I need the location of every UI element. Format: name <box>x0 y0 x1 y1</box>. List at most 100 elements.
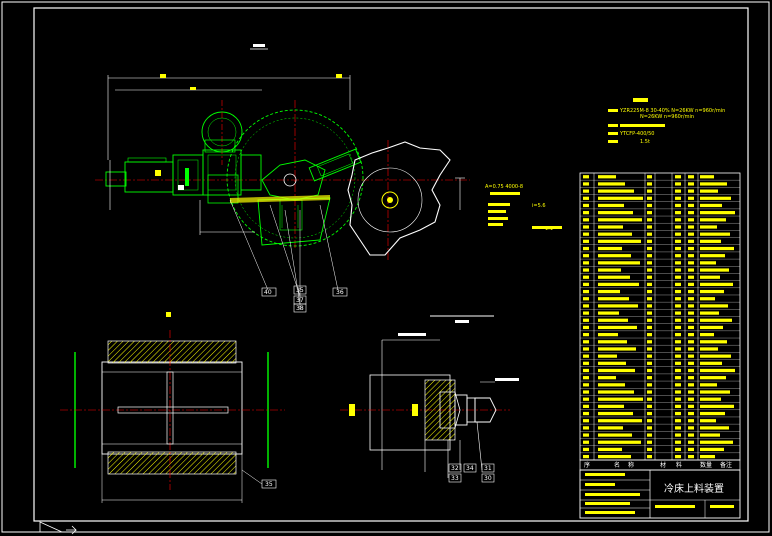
bom-cell-text <box>583 368 589 373</box>
bom-cell-text <box>675 347 681 351</box>
bom-cell-text <box>700 261 716 265</box>
top-label-mark <box>253 44 265 47</box>
bom-cell-text <box>647 239 652 243</box>
bom-cell-text <box>700 433 720 437</box>
balloon-main-5: 38 <box>296 305 304 312</box>
bom-cell-text <box>583 397 589 401</box>
bom-cell-text <box>583 268 589 272</box>
bom-cell-text <box>675 354 681 358</box>
bom-cell-text <box>647 426 652 430</box>
bom-cell-text <box>700 218 726 222</box>
bom-cell-text <box>688 447 694 452</box>
bom-cell-text <box>583 232 589 236</box>
bom-cell-text <box>583 390 589 394</box>
bom-cell-text <box>598 340 627 344</box>
bom-cell-text <box>688 433 694 437</box>
bom-header-no: 序 <box>584 461 590 469</box>
bom-cell-text <box>700 411 725 416</box>
bom-cell-text <box>647 419 652 423</box>
bom-cell-text <box>598 232 632 236</box>
bearing-detail-view <box>340 315 519 478</box>
bom-cell-text <box>647 261 652 265</box>
bom-cell-text <box>675 325 681 330</box>
bom-cell-text <box>647 361 652 365</box>
bom-cell-text <box>583 275 589 279</box>
main-balloons: 40 35 36 37 38 <box>261 285 348 313</box>
bom-cell-text <box>583 333 589 337</box>
bom-cell-text <box>675 304 681 308</box>
bom-cell-text <box>700 232 730 236</box>
bom-cell-text <box>675 361 681 365</box>
bom-cell-text <box>583 211 589 215</box>
bom-cell-text <box>598 246 622 251</box>
bom-cell-text <box>688 261 694 265</box>
bom-cell-text <box>598 275 630 279</box>
bom-cell-text <box>583 189 589 193</box>
bom-cell-text <box>647 311 652 315</box>
bom-cell-text <box>598 282 639 287</box>
bom-cell-text <box>700 404 734 408</box>
bom-cell-text <box>583 419 589 423</box>
bom-cell-text <box>583 426 589 430</box>
main-assembly-view <box>95 74 470 310</box>
bom-cell-text <box>583 297 589 301</box>
tech-note-2: N=26KW n=960r/min <box>640 114 694 120</box>
balloon-main-3: 36 <box>336 289 344 296</box>
bom-cell-text <box>675 239 681 243</box>
bom-cell-text <box>688 383 694 387</box>
bom-cell-text <box>688 196 694 200</box>
bom-cell-text <box>598 419 642 423</box>
bom-cell-text <box>647 254 652 258</box>
bom-cell-text <box>583 340 589 344</box>
bom-cell-text <box>647 340 652 344</box>
bom-cell-text <box>675 189 681 193</box>
bom-cell-text <box>647 304 652 308</box>
bom-cell-text <box>647 246 652 251</box>
bom-cell-text <box>675 397 681 401</box>
detail-balloons: 32 33 34 31 30 <box>448 463 495 483</box>
bom-header-remark: 备注 <box>720 461 732 469</box>
bom-cell-text <box>583 225 589 229</box>
tech-note-3: YTCFP-400/50 <box>619 131 654 137</box>
bom-cell-text <box>647 454 652 459</box>
balloon-detail-4: 31 <box>484 465 492 472</box>
title-block: 冷床上料装置 <box>579 469 741 519</box>
bom-cell-text <box>688 404 694 408</box>
bom-cell-text <box>598 203 624 208</box>
bom-cell-text <box>598 347 636 351</box>
bom-cell-text <box>688 189 694 193</box>
bom-cell-text <box>647 383 652 387</box>
bom-cell-text <box>598 354 617 358</box>
bom-cell-text <box>583 433 589 437</box>
bom-cell-text <box>647 411 652 416</box>
bom-cell-text <box>647 347 652 351</box>
bom-cell-text <box>647 333 652 337</box>
bom-cell-text <box>688 211 694 215</box>
legend-note-1: A=0.75 4000-8 <box>485 184 523 190</box>
bom-cell-text <box>598 182 625 186</box>
bom-cell-text <box>675 232 681 236</box>
bom-cell-text <box>675 218 681 222</box>
bom-cell-text <box>700 225 717 229</box>
bom-header-qty: 数量 <box>700 461 712 469</box>
bom-cell-text <box>675 268 681 272</box>
bom-cell-text <box>700 289 724 294</box>
bom-cell-text <box>688 354 694 358</box>
bom-cell-text <box>700 419 716 423</box>
bom-cell-text <box>688 218 694 222</box>
bom-cell-text <box>688 333 694 337</box>
bom-cell-text <box>675 261 681 265</box>
balloon-detail-3: 34 <box>466 465 474 472</box>
ucs-icon <box>39 521 77 535</box>
drawing-title: 冷床上料装置 <box>664 482 724 495</box>
bom-cell-text <box>647 289 652 294</box>
bom-cell-text <box>647 196 652 200</box>
bom-cell-text <box>700 447 724 452</box>
bom-cell-text <box>647 225 652 229</box>
bom-cell-text <box>675 182 681 186</box>
bom-header-name-2: 称 <box>628 461 634 469</box>
bom-cell-text <box>647 211 652 215</box>
spec-note: i=5.6 <box>532 203 546 209</box>
bom-cell-text <box>700 304 728 308</box>
